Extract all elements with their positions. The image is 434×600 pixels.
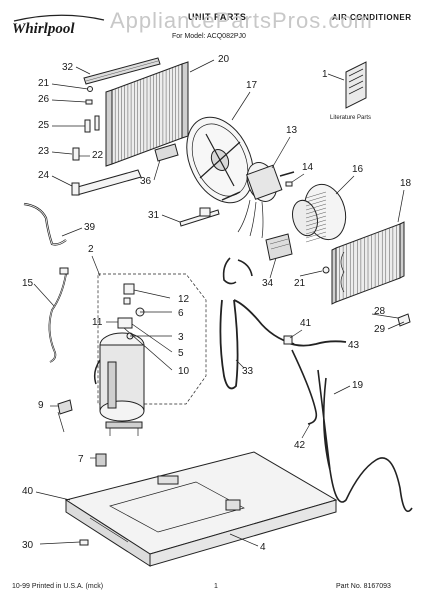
- base-pan: [64, 451, 338, 567]
- callout-12: 12: [178, 294, 190, 305]
- capacitor: [265, 233, 293, 261]
- callout-19: 19: [352, 380, 364, 391]
- callout-32: 32: [62, 62, 74, 73]
- svg-text:Whirlpool: Whirlpool: [12, 21, 75, 37]
- callout-26: 26: [38, 94, 50, 105]
- callout-42: 42: [294, 440, 306, 451]
- drain-hose: [23, 202, 67, 246]
- callout-22: 22: [92, 150, 104, 161]
- compressor-assembly: [93, 273, 207, 436]
- callout-29: 29: [374, 324, 386, 335]
- fasteners-left: [72, 86, 100, 161]
- footer-printed: 10-99 Printed in U.S.A. (mck): [12, 583, 103, 590]
- insulation-strip: [83, 57, 161, 85]
- capillary-tube: [317, 369, 413, 513]
- callout-34: 34: [262, 278, 274, 289]
- callout-20: 20: [218, 54, 230, 65]
- callout-31: 31: [148, 210, 160, 221]
- callout-21: 21: [38, 78, 50, 89]
- callout-labels: 32 20 21 26 25 22 23 24 17 13 14 16 18 3…: [22, 54, 412, 553]
- footer-page: 1: [214, 583, 218, 590]
- model-line: For Model: ACQ082PJ0: [172, 33, 246, 40]
- discharge-tube: [283, 335, 347, 425]
- whirlpool-logo: Whirlpool: [12, 14, 105, 37]
- suction-tube: [219, 257, 295, 390]
- callout-39: 39: [84, 222, 96, 233]
- callout-17: 17: [246, 80, 258, 91]
- callout-2: 2: [88, 244, 94, 255]
- callout-11: 11: [92, 317, 103, 328]
- callout-23: 23: [38, 146, 50, 157]
- evaporator-coil: [105, 61, 189, 167]
- callout-3: 3: [178, 332, 184, 343]
- callout-16: 16: [352, 164, 364, 175]
- literature-parts: 1 Literature Parts: [322, 61, 371, 121]
- screw: [39, 539, 89, 546]
- watermark: AppliancePartsPros.com: [110, 8, 373, 33]
- mounting-bolt: [179, 207, 220, 227]
- spacer-block: [154, 143, 179, 162]
- condenser-coil: [331, 221, 405, 305]
- power-cord: [48, 267, 69, 363]
- callout-40: 40: [22, 486, 34, 497]
- base-tube: [71, 169, 142, 196]
- callout-13: 13: [286, 125, 298, 136]
- literature-label: Literature Parts: [330, 115, 371, 121]
- callout-4: 4: [260, 542, 266, 553]
- callout-18: 18: [400, 178, 412, 189]
- callout-9: 9: [38, 400, 44, 411]
- callout-25: 25: [38, 120, 50, 131]
- callout-15: 15: [22, 278, 34, 289]
- callout-5: 5: [178, 348, 184, 359]
- callout-10: 10: [178, 366, 190, 377]
- callout-36: 36: [140, 176, 152, 187]
- callout-43: 43: [348, 340, 360, 351]
- callout-41: 41: [300, 318, 312, 329]
- callout-7: 7: [78, 454, 84, 465]
- callout-24: 24: [38, 170, 50, 181]
- callout-14: 14: [302, 162, 314, 173]
- compressor-bracket: [57, 399, 73, 433]
- fastener-right: [299, 266, 330, 277]
- blower-wheel: [292, 183, 347, 243]
- callout-6: 6: [178, 308, 184, 319]
- callout-30: 30: [22, 540, 34, 551]
- category-label: AIR CONDITIONER: [332, 13, 412, 22]
- grommet: [90, 453, 107, 467]
- blower-wheel-front: [186, 116, 254, 204]
- page-title: UNIT PARTS: [188, 12, 246, 22]
- callout-33: 33: [242, 366, 254, 377]
- callout-28: 28: [374, 306, 386, 317]
- callout-1: 1: [322, 69, 328, 80]
- callout-21b: 21: [294, 278, 306, 289]
- fan-motor: [221, 162, 295, 239]
- footer-part-no: Part No. 8167093: [336, 583, 391, 590]
